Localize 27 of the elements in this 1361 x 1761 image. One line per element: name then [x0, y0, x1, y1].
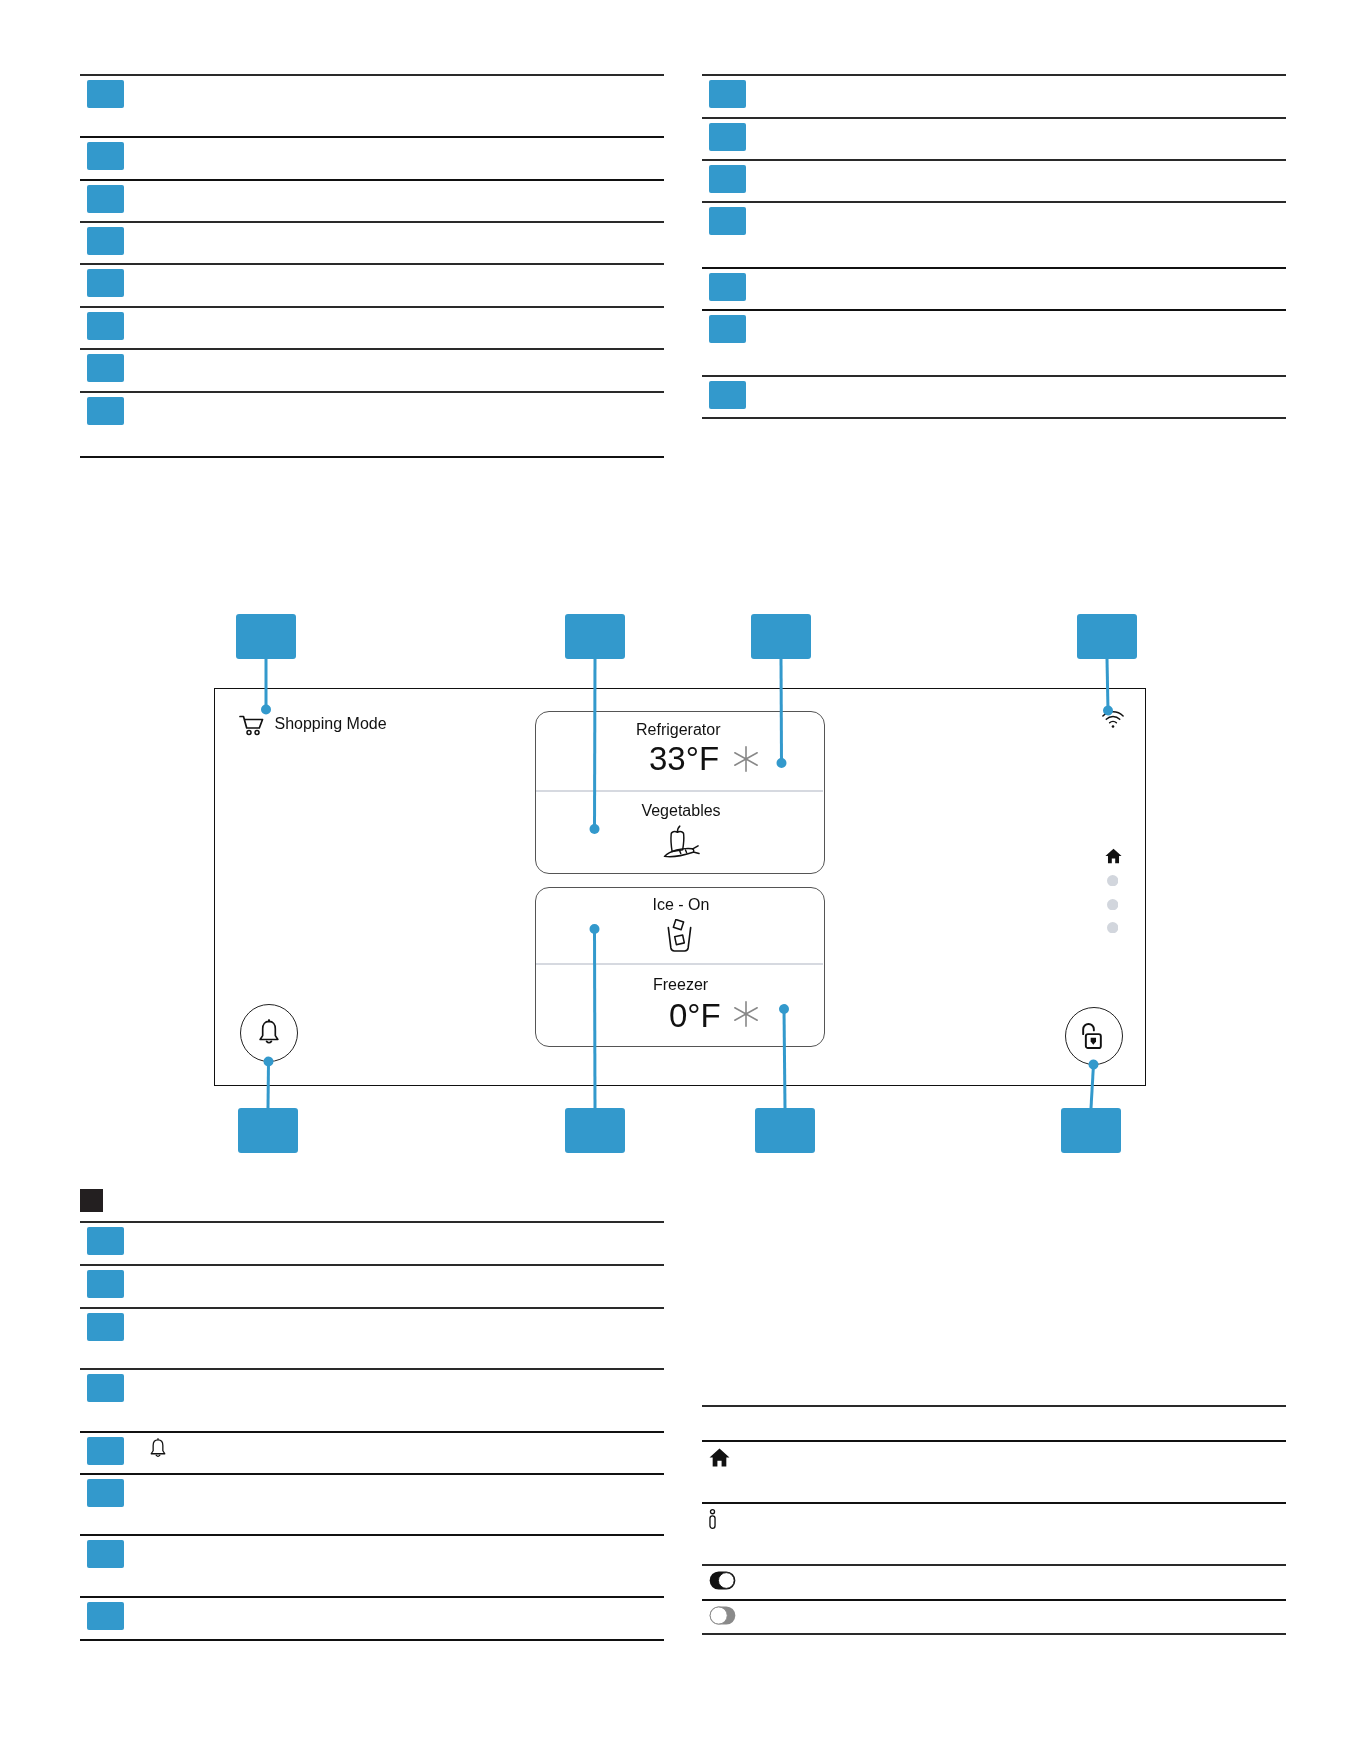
leader-line	[779, 1004, 789, 1108]
zone-label: Vegetables	[641, 801, 721, 820]
callout-box	[565, 1108, 625, 1153]
temperature-readout: 0°F	[669, 997, 721, 1035]
leader-line	[589, 659, 600, 834]
callout-box	[1077, 614, 1137, 659]
leader-line	[263, 1056, 274, 1108]
callout-box	[751, 614, 811, 659]
callout-box	[565, 614, 625, 659]
zone-label: Refrigerator	[636, 720, 721, 739]
callout-box	[238, 1108, 298, 1153]
callout-box	[1061, 1108, 1121, 1153]
callout-box	[236, 614, 296, 659]
leader-line	[589, 924, 600, 1108]
leader-line	[261, 659, 271, 715]
leader-line	[776, 659, 787, 768]
leader-line	[1088, 1059, 1099, 1109]
temperature-readout: 33°F	[649, 740, 720, 778]
leader-line	[1103, 658, 1113, 716]
callout-box	[755, 1108, 815, 1153]
mode-label: Shopping Mode	[274, 713, 387, 733]
zone-card	[534, 886, 825, 1047]
wifi-icon	[1101, 710, 1124, 728]
zone-label: Freezer	[653, 975, 709, 994]
status-label: Ice - On	[652, 895, 710, 914]
zone-card	[534, 710, 825, 874]
display-panel	[214, 688, 1146, 1086]
